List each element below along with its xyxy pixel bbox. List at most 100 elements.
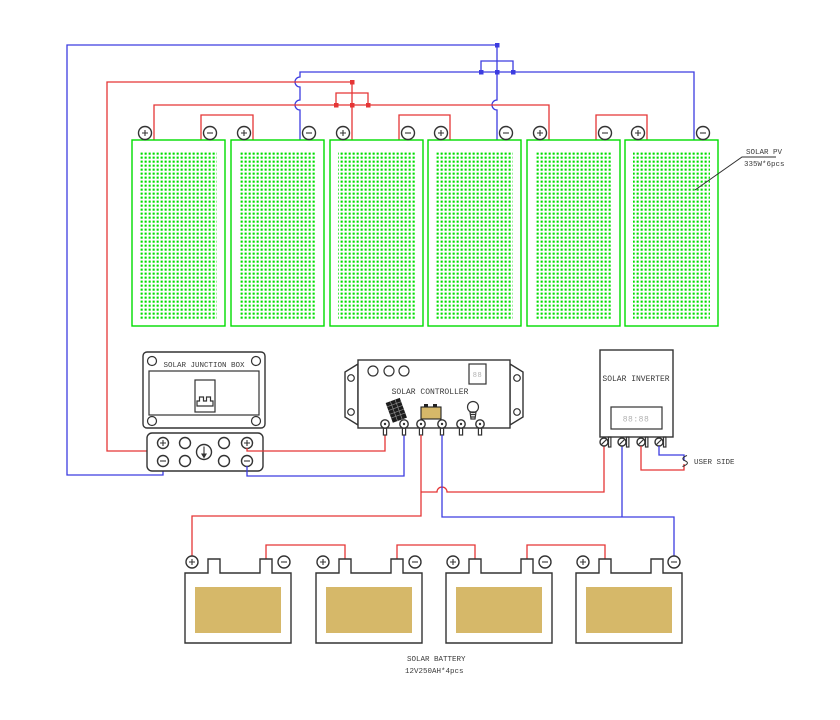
pv-spec-label: 335W*6pcs — [744, 161, 785, 169]
pv-panel-5 — [526, 125, 621, 327]
pv2-negative-terminal — [301, 125, 317, 141]
pv-panel-4 — [427, 125, 522, 327]
jb-terminal — [178, 436, 192, 450]
battery3-positive-terminal — [446, 555, 460, 569]
battery-4 — [575, 555, 683, 644]
controller-terminal-bat-minus — [437, 419, 447, 436]
pv-panel-2 — [230, 125, 325, 327]
mounting-hole-icon — [347, 408, 355, 416]
screw-icon — [250, 415, 262, 427]
mounting-hole-icon — [347, 374, 355, 382]
wire-user-side-neutral — [658, 446, 685, 461]
pv-panel-6 — [624, 125, 719, 327]
solar-controller: 88 SOLAR CONTROLLER — [344, 359, 524, 436]
pv3-negative-terminal — [400, 125, 416, 141]
junction-box-title: SOLAR JUNCTION BOX — [163, 362, 245, 370]
controller-terminal-pv-plus — [380, 419, 390, 436]
wire-pv-negative-drop — [491, 45, 498, 140]
battery-wiring — [191, 435, 675, 559]
inverter-title: SOLAR INVERTER — [602, 375, 669, 384]
pv-callout: SOLAR PV 335W*6pcs — [694, 149, 785, 191]
battery-spec-label: 12V250AH*4pcs — [405, 668, 464, 676]
twisted-pair-icon — [682, 455, 688, 467]
wire-series-link-2 — [398, 114, 451, 140]
lamp-icon — [466, 400, 480, 420]
user-side-output: USER SIDE — [640, 446, 735, 471]
wire-series-link-1 — [200, 114, 254, 140]
inverter-display-value: 88:88 — [623, 416, 650, 425]
pv-panel-3 — [329, 125, 424, 327]
jb-terminal — [217, 436, 231, 450]
battery4-negative-terminal — [667, 555, 681, 569]
jb-ground-terminal — [195, 443, 213, 461]
pv3-positive-terminal — [335, 125, 351, 141]
screw-icon — [146, 415, 158, 427]
controller-terminals — [380, 419, 485, 436]
jb-terminal — [178, 454, 192, 468]
mounting-hole-icon — [513, 408, 521, 416]
battery1-negative-terminal — [277, 555, 291, 569]
wire-series-link-3 — [595, 114, 648, 140]
wire-user-side-live — [640, 446, 685, 471]
wire-battery-series-link-2 — [396, 544, 476, 559]
junction-dots-positive — [334, 80, 371, 108]
wire-controller-battery-negative — [441, 435, 675, 556]
inverter-terminal-ac-live — [636, 436, 649, 448]
solar-inverter: SOLAR INVERTER 88:88 USER SIDE — [599, 349, 735, 471]
junction-box-terminal-strip — [146, 432, 264, 472]
junction-box: SOLAR JUNCTION BOX — [142, 351, 266, 472]
pv4-negative-terminal — [498, 125, 514, 141]
controller-terminal-pv-minus — [399, 419, 409, 436]
pv1-negative-terminal — [202, 125, 218, 141]
pv4-positive-terminal — [433, 125, 449, 141]
wire-battery-series-link-3 — [526, 544, 606, 559]
battery4-positive-terminal — [576, 555, 590, 569]
user-side-label: USER SIDE — [694, 459, 735, 467]
pv2-positive-terminal — [236, 125, 252, 141]
jb-to-controller-wiring — [246, 435, 405, 477]
inverter-terminal-dc-plus — [599, 436, 612, 448]
pv-panel-1 — [131, 125, 226, 327]
battery2-negative-terminal — [408, 555, 422, 569]
wire-pv-negative-feeder — [66, 44, 497, 476]
controller-terminal-bat-plus — [416, 419, 426, 436]
screw-icon — [146, 355, 158, 367]
inverter-display: 88:88 — [610, 406, 663, 430]
pv5-positive-terminal — [532, 125, 548, 141]
jb-negative-terminal-right — [240, 454, 254, 468]
wire-controller-battery-positive — [191, 435, 422, 556]
battery-3 — [445, 555, 553, 644]
pv-label: SOLAR PV — [746, 149, 783, 157]
jb-terminal — [217, 454, 231, 468]
battery1-positive-terminal — [185, 555, 199, 569]
wire-jb-controller-positive — [246, 435, 386, 452]
inverter-terminals — [599, 436, 667, 448]
battery-1 — [184, 555, 292, 644]
wire-battery-inverter-positive — [421, 446, 605, 493]
battery-2 — [315, 555, 423, 644]
inverter-terminal-dc-minus — [617, 436, 630, 448]
led-indicator-icon — [383, 365, 395, 377]
screw-icon — [250, 355, 262, 367]
battery-icon — [420, 404, 442, 420]
breaker-icon — [194, 379, 216, 413]
pv6-negative-terminal — [695, 125, 711, 141]
controller-display-value: 88 — [473, 372, 482, 380]
controller-title: SOLAR CONTROLLER — [392, 388, 469, 397]
controller-display: 88 — [468, 363, 487, 385]
battery-bank: SOLAR BATTERY 12V250AH*4pcs — [184, 555, 683, 676]
led-indicator-icon — [367, 365, 379, 377]
pv1-positive-terminal — [137, 125, 153, 141]
mounting-hole-icon — [513, 374, 521, 382]
jb-positive-terminal-right — [240, 436, 254, 450]
led-indicator-icon — [398, 365, 410, 377]
battery3-negative-terminal — [538, 555, 552, 569]
pv-leader-line — [694, 156, 776, 191]
jb-positive-terminal-left — [156, 436, 170, 450]
controller-terminal-load-minus — [475, 419, 485, 436]
battery2-positive-terminal — [316, 555, 330, 569]
wire-battery-series-link-1 — [265, 544, 346, 559]
wire-pv-negative-bus — [294, 71, 695, 140]
pv5-negative-terminal — [597, 125, 613, 141]
